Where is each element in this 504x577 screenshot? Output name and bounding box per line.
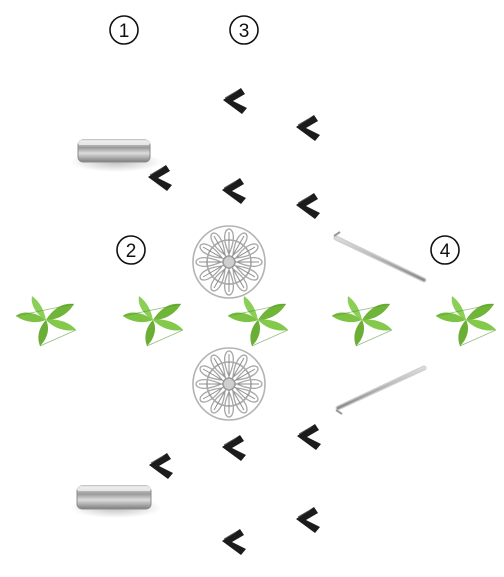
step-number: 2	[126, 241, 137, 262]
chevron-marker	[148, 165, 172, 191]
pin-bottom	[336, 368, 424, 414]
leaf-sprig	[436, 296, 496, 346]
chevron-marker	[222, 178, 246, 204]
step-number: 3	[239, 21, 250, 42]
step-label-4: 4	[431, 236, 459, 264]
step-number: 4	[440, 241, 451, 262]
chevron-marker	[297, 424, 321, 450]
magnet-top	[70, 140, 162, 172]
chevron-markers	[148, 88, 321, 555]
chevron-marker	[296, 507, 320, 533]
lattice-clip-bottom	[193, 348, 265, 420]
chevron-marker	[222, 529, 246, 555]
lattice-clip-top	[193, 226, 265, 298]
pin-top	[334, 232, 424, 280]
chevron-marker	[296, 193, 320, 219]
step-label-2: 2	[117, 236, 145, 264]
step-label-3: 3	[230, 16, 258, 44]
leaf-sprig	[16, 296, 76, 346]
chevron-marker	[222, 435, 246, 461]
chevron-marker	[296, 115, 320, 141]
step-number: 1	[119, 21, 130, 42]
leaf-sprig	[123, 296, 183, 346]
leaf-sprigs	[16, 296, 496, 346]
step-label-1: 1	[110, 16, 138, 44]
leaf-sprig	[332, 296, 392, 346]
magnet-bottom	[70, 486, 162, 518]
leaf-sprig	[228, 296, 288, 346]
chevron-marker	[149, 453, 173, 479]
chevron-marker	[223, 88, 247, 114]
